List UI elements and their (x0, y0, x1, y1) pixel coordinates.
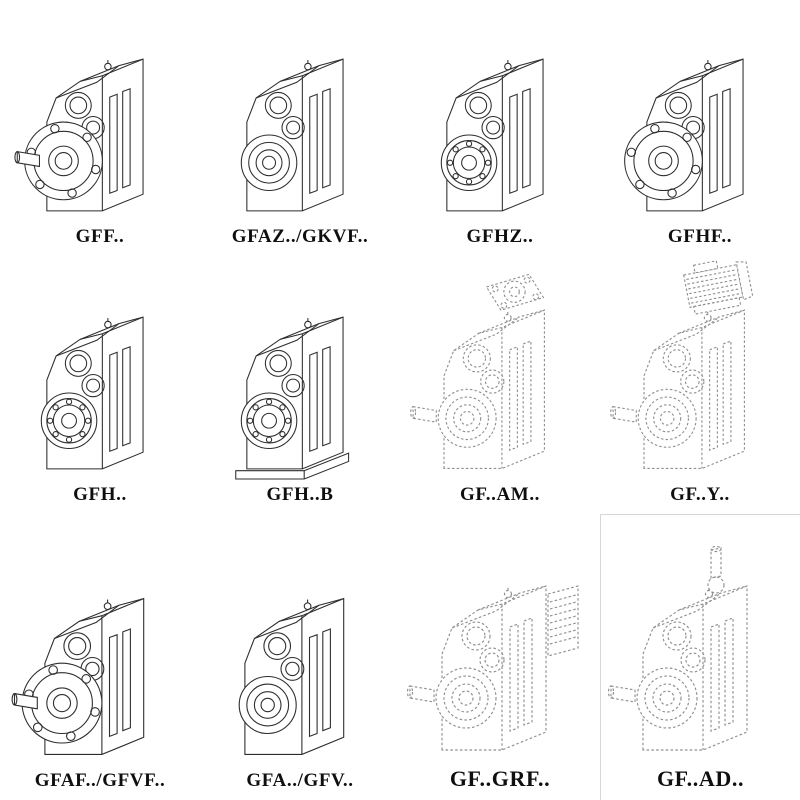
gf-am-label: GF..AM.. (459, 484, 541, 505)
catalog-item-gfh: GFH.. (0, 256, 200, 514)
gfaz-gkvf-label: GFAZ../GKVF.. (231, 226, 369, 247)
gfh-label: GFH.. (73, 484, 127, 505)
catalog-item-gfh-b: GFH..B (200, 256, 400, 514)
gf-ad-gearbox-drawing (607, 545, 748, 751)
gfhf-gearbox-drawing (623, 58, 744, 212)
gfhz-label: GFHZ.. (466, 226, 534, 247)
gfa-gfv-gearbox-drawing (238, 598, 345, 755)
gf-y-gearbox-drawing (610, 258, 755, 470)
gf-ad-label: GF..AD.. (656, 766, 745, 791)
gfaf-gfvf-label: GFAF../GFVF.. (34, 770, 166, 791)
catalog-item-gfaf-gfvf: GFAF../GFVF.. (0, 514, 200, 800)
gfh-b-gearbox-drawing (234, 316, 349, 480)
catalog-item-gf-grf: GF..GRF.. (400, 514, 600, 800)
gfh-gearbox-drawing (40, 316, 144, 470)
gf-grf-gearbox-drawing (406, 585, 579, 751)
gff-label: GFF.. (75, 226, 125, 247)
gfhf-label: GFHF.. (667, 226, 733, 247)
catalog-item-gf-y: GF..Y.. (600, 256, 800, 514)
gf-am-gearbox-drawing (410, 273, 545, 470)
gff-gearbox-drawing (13, 58, 144, 212)
catalog-item-gfaz-gkvf: GFAZ../GKVF.. (200, 0, 400, 256)
gfa-gfv-label: GFA../GFV.. (246, 770, 354, 791)
gfaf-gfvf-gearbox-drawing (11, 598, 145, 755)
catalog-item-gf-am: GF..AM.. (400, 256, 600, 514)
gfh-b-label: GFH..B (266, 484, 334, 505)
catalog-item-gfhf: GFHF.. (600, 0, 800, 256)
catalog-item-gff: GFF.. (0, 0, 200, 256)
catalog-item-gfhz: GFHZ.. (400, 0, 600, 256)
catalog-item-gfa-gfv: GFA../GFV.. (200, 514, 400, 800)
catalog-item-gf-ad: GF..AD.. (600, 514, 800, 800)
gfaz-gkvf-gearbox-drawing (240, 58, 344, 212)
gf-grf-label: GF..GRF.. (449, 766, 551, 791)
gfhz-gearbox-drawing (440, 58, 544, 212)
gf-y-label: GF..Y.. (670, 484, 730, 505)
